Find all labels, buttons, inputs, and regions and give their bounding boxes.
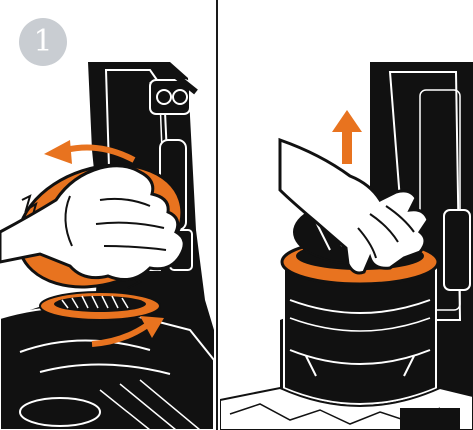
step-illustration-lift-filter <box>220 0 473 430</box>
lift-filter-drawing <box>220 0 473 430</box>
panel-divider <box>216 0 218 430</box>
twist-filter-drawing <box>0 0 214 430</box>
arrow-up-icon <box>332 110 362 164</box>
step-illustration-twist-filter: 1 <box>0 0 214 430</box>
step-number-badge: 1 <box>19 18 67 66</box>
